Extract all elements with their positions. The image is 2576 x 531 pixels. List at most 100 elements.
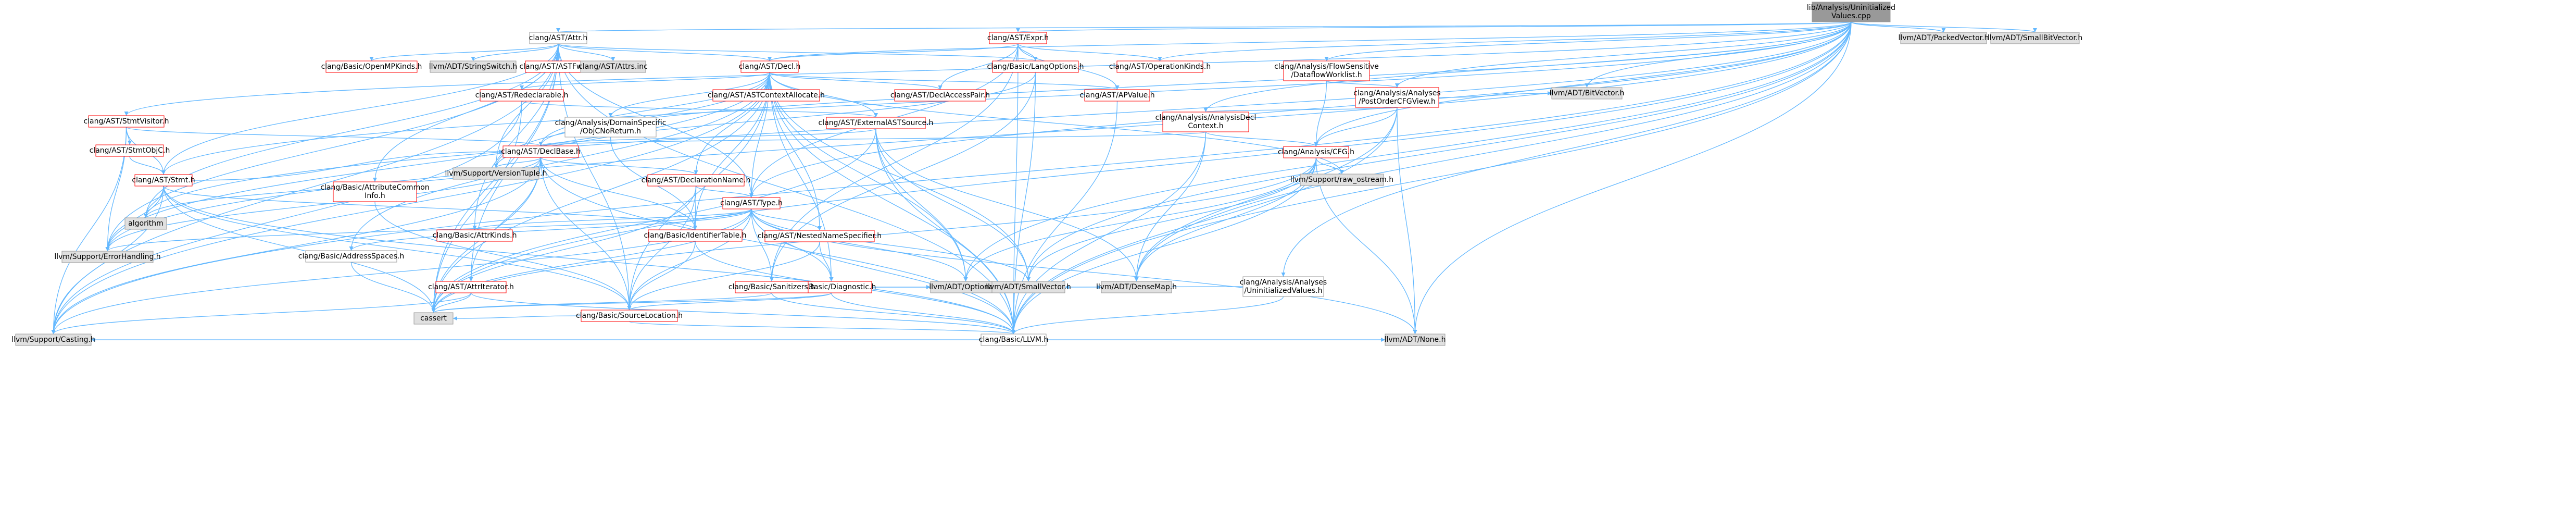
node-openmpkinds[interactable]: clang/Basic/OpenMPKinds.h: [321, 60, 422, 73]
node-optional[interactable]: llvm/ADT/Optional.h: [929, 281, 1002, 293]
node-type[interactable]: clang/AST/Type.h: [720, 197, 783, 209]
edge-arrowhead: [128, 141, 132, 145]
node-redeclarable[interactable]: clang/AST/Redeclarable.h: [475, 89, 569, 102]
node-none[interactable]: llvm/ADT/None.h: [1385, 334, 1446, 346]
node-box: [1116, 60, 1203, 73]
node-label: clang/Basic/SourceLocation.h: [576, 312, 683, 320]
node-uninitvals[interactable]: clang/Analysis/Analyses/UninitializedVal…: [1240, 276, 1327, 297]
node-postorder[interactable]: clang/Analysis/Analyses/PostOrderCFGView…: [1353, 87, 1441, 108]
node-box: [1385, 334, 1446, 346]
edge-type-to-smallvector: [751, 208, 1029, 282]
edge-attr-to-stringswitch: [472, 43, 559, 61]
edge-arrowhead: [1585, 83, 1589, 88]
node-smallvector[interactable]: llvm/ADT/SmallVector.h: [986, 281, 1071, 293]
node-stringswitch[interactable]: llvm/ADT/StringSwitch.h: [429, 60, 517, 73]
edge-arrowhead: [472, 226, 477, 230]
node-box: [1162, 112, 1249, 132]
node-stmtobjc[interactable]: clang/AST/StmtObjC.h: [90, 144, 170, 157]
nodes-layer: lib/Analysis/UninitializedValues.cpp clan…: [11, 2, 2083, 346]
node-label: /PostOrderCFGView.h: [1359, 97, 1436, 106]
node-box: [15, 334, 92, 346]
node-attr[interactable]: clang/AST/Attr.h: [529, 32, 587, 44]
edge-expr-to-decl: [769, 43, 1019, 61]
node-externalastsource[interactable]: clang/AST/ExternalASTSource.h: [819, 117, 934, 129]
node-diagnostic[interactable]: clang/Basic/Diagnostic.h: [787, 281, 876, 293]
node-stmt[interactable]: clang/AST/Stmt.h: [132, 174, 195, 187]
node-domainobjc[interactable]: clang/Analysis/DomainSpecific/ObjCNoRetu…: [555, 117, 667, 138]
edge-arrowhead: [1324, 57, 1329, 61]
node-bitvector[interactable]: llvm/ADT/BitVector.h: [1550, 87, 1625, 100]
node-algorithm[interactable]: algorithm: [124, 217, 167, 230]
node-label: clang/Basic/Sanitizers.h: [728, 283, 815, 291]
node-box: [453, 167, 539, 180]
node-identifiertable[interactable]: clang/Basic/IdentifierTable.h: [644, 229, 747, 242]
node-packedvector[interactable]: llvm/ADT/PackedVector.h: [1899, 32, 1989, 44]
node-rawostream[interactable]: llvm/Support/raw_ostream.h: [1290, 174, 1393, 186]
node-box: [740, 60, 799, 73]
edge-diagnostic-to-cassert: [433, 292, 832, 313]
edge-decl-to-errorhandling: [107, 72, 770, 252]
node-errorhandling[interactable]: llvm/Support/ErrorHandling.h: [54, 251, 161, 263]
node-smallbitvector[interactable]: llvm/ADT/SmallBitVector.h: [1988, 32, 2083, 44]
edge-diagnostic-to-llvmh: [831, 292, 1014, 335]
edge-arrowhead: [608, 113, 613, 117]
node-astfwd[interactable]: clang/AST/ASTFwd.h: [519, 60, 594, 73]
edge-nestednamespecifier-to-diagnostic: [819, 241, 832, 282]
node-attrsinc[interactable]: clang/AST/Attrs.inc: [579, 60, 648, 73]
node-addressspaces[interactable]: clang/Basic/AddressSpaces.h: [298, 250, 404, 263]
edge-arrowhead: [520, 85, 524, 90]
edge-arrowhead: [1016, 28, 1020, 32]
node-dataflow[interactable]: clang/Analysis/FlowSensitive/DataflowWor…: [1274, 60, 1379, 81]
node-label: clang/Analysis/FlowSensitive: [1274, 63, 1379, 71]
node-cfg[interactable]: clang/Analysis/CFG.h: [1278, 146, 1354, 158]
edge-arrowhead: [963, 277, 968, 281]
node-sanitizers[interactable]: clang/Basic/Sanitizers.h: [728, 281, 815, 293]
node-declbase[interactable]: clang/AST/DeclBase.h: [501, 145, 581, 158]
node-box: [1242, 276, 1324, 297]
node-expr[interactable]: clang/AST/Expr.h: [987, 32, 1049, 44]
node-casting[interactable]: llvm/Support/Casting.h: [11, 334, 95, 346]
node-sourcelocation[interactable]: clang/Basic/SourceLocation.h: [576, 310, 683, 322]
edge-arrowhead: [938, 85, 943, 90]
node-apvalue[interactable]: clang/AST/APValue.h: [1079, 89, 1155, 102]
node-label: clang/Basic/AttrKinds.h: [433, 231, 517, 240]
node-llvmh[interactable]: clang/Basic/LLVM.h: [979, 334, 1048, 346]
node-versiontuple[interactable]: llvm/Support/VersionTuple.h: [445, 167, 547, 180]
edge-type-to-attrkinds: [474, 208, 752, 230]
node-stmtvisitor[interactable]: clang/AST/StmtVisitor.h: [83, 115, 169, 128]
node-box: [1900, 32, 1987, 44]
node-langoptions[interactable]: clang/Basic/LangOptions.h: [987, 60, 1084, 73]
edge-type-to-none: [751, 208, 1416, 335]
node-box: [480, 89, 564, 102]
node-box: [564, 117, 657, 138]
node-attriterator[interactable]: clang/AST/AttrIterator.h: [428, 281, 514, 293]
node-box: [1283, 146, 1349, 158]
edge-expr-to-declaccesspair: [939, 43, 1019, 90]
edge-arrowhead: [770, 277, 774, 281]
edge-arrowhead: [1026, 277, 1031, 281]
edge-arrowhead: [373, 178, 377, 182]
edge-root-to-optional: [965, 21, 1852, 282]
node-densemap[interactable]: llvm/ADT/DenseMap.h: [1096, 281, 1177, 293]
edge-sourcelocation-to-llvmh: [629, 321, 1014, 335]
node-label: llvm/ADT/SmallBitVector.h: [1988, 34, 2083, 42]
node-decl[interactable]: clang/AST/Decl.h: [739, 60, 801, 73]
node-attrkinds[interactable]: clang/Basic/AttrKinds.h: [433, 229, 517, 242]
node-declaccesspair[interactable]: clang/AST/DeclAccessPair.h: [890, 89, 990, 102]
node-label: /ObjCNoReturn.h: [580, 127, 641, 135]
edge-postorder-to-densemap: [1136, 107, 1398, 282]
node-nestednamespecifier[interactable]: clang/AST/NestedNameSpecifier.h: [758, 230, 882, 242]
node-label: /DataflowWorklist.h: [1291, 71, 1362, 79]
node-cassert[interactable]: cassert: [413, 312, 454, 325]
node-label: clang/AST/Expr.h: [987, 34, 1049, 42]
edge-decl-to-domainobjc: [610, 72, 770, 118]
node-root[interactable]: lib/Analysis/UninitializedValues.cpp: [1807, 2, 1895, 22]
node-box: [989, 32, 1047, 44]
edge-declbase-to-casting: [53, 157, 542, 335]
edge-arrowhead: [1395, 83, 1399, 88]
node-declarationname[interactable]: clang/AST/DeclarationName.h: [642, 174, 751, 187]
node-astcontextalloc[interactable]: clang/AST/ASTContextAllocate.h: [708, 89, 825, 102]
node-opkinds[interactable]: clang/AST/OperationKinds.h: [1109, 60, 1211, 73]
